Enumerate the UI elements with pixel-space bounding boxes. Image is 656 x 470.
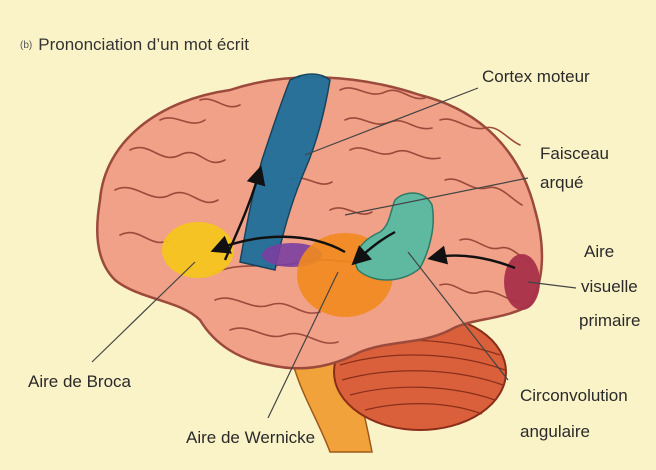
primary-visual-area	[504, 254, 540, 310]
label-aire-visuelle-line1: Aire	[584, 241, 614, 263]
diagram-title: (b) Prononciation d’un mot écrit	[20, 34, 249, 57]
label-circonvolution-line1: Circonvolution	[520, 385, 628, 407]
label-aire-visuelle-line3: primaire	[579, 310, 640, 332]
label-aire-wernicke: Aire de Wernicke	[186, 427, 315, 449]
title-text: Prononciation d’un mot écrit	[38, 35, 249, 54]
label-faisceau-arque-line2: arqué	[540, 172, 583, 194]
label-aire-broca: Aire de Broca	[28, 371, 131, 393]
title-marker: (b)	[20, 40, 32, 51]
label-aire-visuelle-line2: visuelle	[581, 276, 638, 298]
broca-area	[162, 222, 234, 278]
label-circonvolution-line2: angulaire	[520, 421, 590, 443]
label-cortex-moteur: Cortex moteur	[482, 66, 590, 88]
label-faisceau-arque-line1: Faisceau	[540, 143, 609, 165]
